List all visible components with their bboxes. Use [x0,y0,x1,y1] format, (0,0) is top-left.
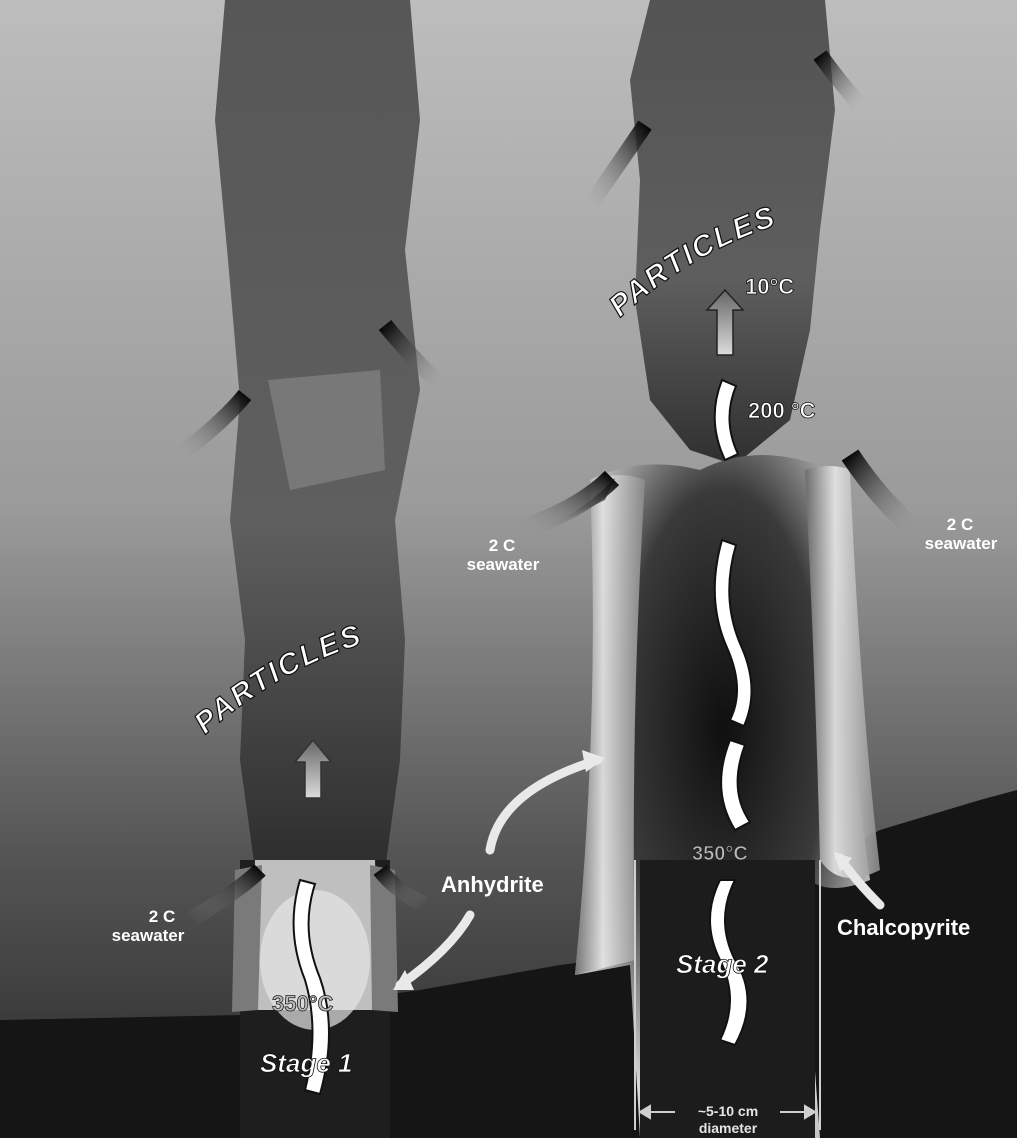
anhydrite-label: Anhydrite [441,872,544,897]
svg-text:diameter: diameter [699,1120,758,1136]
svg-text:2 C: 2 C [947,515,973,534]
stage-1-label: Stage 1 [260,1048,353,1078]
svg-text:seawater: seawater [467,555,540,574]
temperature-350c-stage-1: 350°C [272,991,334,1016]
temperature-200c: 200 °C [748,398,816,423]
temperature-10c: 10°C [745,274,794,299]
svg-text:2 C: 2 C [489,536,515,555]
svg-text:2 C: 2 C [149,907,175,926]
svg-text:seawater: seawater [925,534,998,553]
diameter-label: ~5-10 cm diameter [698,1103,758,1136]
temperature-350c-stage-2: 350°C [692,843,748,865]
svg-text:~5-10 cm: ~5-10 cm [698,1103,758,1119]
chalcopyrite-label: Chalcopyrite [837,915,970,940]
svg-text:seawater: seawater [112,926,185,945]
stage-2-label: Stage 2 [676,949,769,979]
